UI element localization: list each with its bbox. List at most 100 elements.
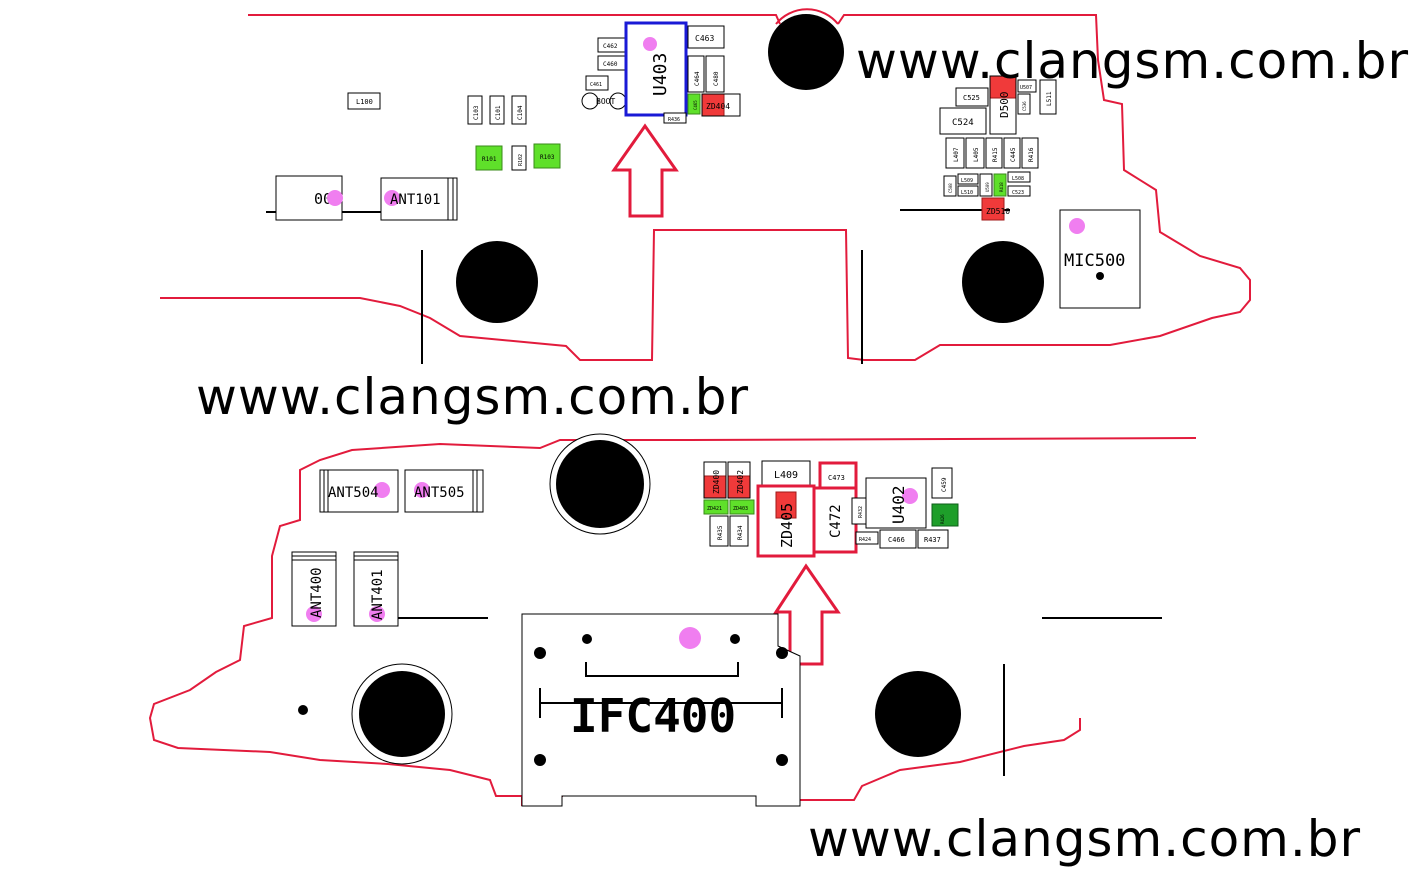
label-c466: C466 xyxy=(888,536,905,544)
label-r426: R426 xyxy=(940,514,945,524)
component-zd402 xyxy=(727,461,751,499)
label-zd400: ZD400 xyxy=(712,470,721,494)
component-c466 xyxy=(879,529,917,549)
ant101-edge xyxy=(447,177,454,221)
test-point xyxy=(679,627,701,649)
pad-c465 xyxy=(687,93,701,115)
component-r435 xyxy=(709,515,729,547)
label-r415: R415 xyxy=(992,147,999,162)
component-c508 xyxy=(943,175,957,197)
ifc400-pin xyxy=(776,647,788,659)
label-c463: C463 xyxy=(695,34,714,43)
small-dot xyxy=(298,705,308,715)
label-r101: R101 xyxy=(482,156,497,163)
component-l100 xyxy=(347,92,381,110)
label-c465: C465 xyxy=(693,100,698,110)
label-ant505: ANT505 xyxy=(414,485,465,501)
component-l511 xyxy=(1039,79,1057,115)
mic500-pin xyxy=(1096,272,1104,280)
label-r435: R435 xyxy=(717,525,724,540)
label-u403: U403 xyxy=(650,53,671,96)
label-c460: C460 xyxy=(603,61,618,68)
label-r436: R436 xyxy=(668,117,680,123)
component-c103 xyxy=(467,95,483,125)
component-ifc400 xyxy=(521,613,801,807)
label-c462: C462 xyxy=(603,43,618,50)
test-point xyxy=(327,190,343,206)
label-l511: L511 xyxy=(1046,91,1053,106)
label-zd405: ZD405 xyxy=(778,503,796,548)
label-c480: C480 xyxy=(713,71,720,86)
pad-zd403 xyxy=(729,499,755,515)
label-ant100: 00 xyxy=(314,190,332,208)
label-c536: C536 xyxy=(1022,101,1027,111)
component-c104 xyxy=(511,95,527,125)
label-c104: C104 xyxy=(517,105,524,120)
component-c472 xyxy=(812,486,858,554)
component-c523 xyxy=(1007,185,1031,197)
component-c101 xyxy=(489,95,505,125)
test-point xyxy=(414,482,430,498)
mount-hole xyxy=(875,671,961,757)
component-u403 xyxy=(624,21,688,117)
component-c525 xyxy=(955,87,989,107)
arrow-up-u403 xyxy=(611,123,679,218)
label-ant400: ANT400 xyxy=(309,567,325,618)
label-r437: R437 xyxy=(924,536,941,544)
label-u507: U507 xyxy=(1020,85,1032,91)
boot-pad xyxy=(581,92,599,110)
label-ant401: ANT401 xyxy=(370,569,386,620)
label-c524: C524 xyxy=(952,118,974,128)
ifc400-bracket xyxy=(585,662,739,677)
label-c525: C525 xyxy=(963,94,980,102)
label-u509: U509 xyxy=(985,182,990,192)
test-point xyxy=(1069,218,1085,234)
label-zd421: ZD421 xyxy=(707,506,722,512)
pad-r426 xyxy=(931,503,959,527)
label-r102: R102 xyxy=(518,154,524,166)
component-l509 xyxy=(957,173,979,185)
test-point xyxy=(306,606,322,622)
label-c523: C523 xyxy=(1012,190,1024,196)
ant504-edge xyxy=(323,469,329,513)
label-ant504: ANT504 xyxy=(328,485,379,501)
component-c463 xyxy=(687,25,725,49)
test-point xyxy=(384,190,400,206)
component-r437 xyxy=(917,529,949,549)
component-l409 xyxy=(761,460,811,488)
component-c536 xyxy=(1017,93,1031,115)
pad-r101 xyxy=(475,145,503,171)
component-c464 xyxy=(687,55,705,93)
label-c508: C508 xyxy=(948,183,953,193)
component-d500 xyxy=(989,75,1017,135)
label-l100: L100 xyxy=(356,98,373,106)
component-r416 xyxy=(1021,137,1039,169)
ifc400-pin xyxy=(776,754,788,766)
component-u509 xyxy=(979,173,993,197)
label-c103: C103 xyxy=(473,105,480,120)
component-l407 xyxy=(945,137,965,169)
test-point xyxy=(369,606,385,622)
component-c480 xyxy=(705,55,725,93)
label-zd403: ZD403 xyxy=(733,506,748,512)
label-mic500: MIC500 xyxy=(1064,251,1125,271)
label-ifc400: IFC400 xyxy=(570,689,736,743)
ant401-edge xyxy=(353,555,399,561)
label-r424: R424 xyxy=(859,537,871,543)
label-r416: R416 xyxy=(1028,147,1035,162)
pad-r418 xyxy=(993,173,1007,197)
component-c459 xyxy=(931,467,953,499)
label-c464: C464 xyxy=(694,71,701,86)
label-boot: BOOT xyxy=(596,97,615,106)
watermark-middle: www.clangsm.com.br xyxy=(196,368,750,426)
mount-hole xyxy=(359,671,445,757)
label-ant101: ANT101 xyxy=(390,192,441,208)
pad-zd510 xyxy=(981,197,1005,221)
label-d500: D500 xyxy=(998,92,1011,119)
ant400-edge xyxy=(291,555,337,561)
label-l409: L409 xyxy=(774,470,798,481)
arrow-up-zd405 xyxy=(773,563,841,666)
label-l508: L508 xyxy=(1012,176,1024,182)
component-c524 xyxy=(939,107,987,135)
